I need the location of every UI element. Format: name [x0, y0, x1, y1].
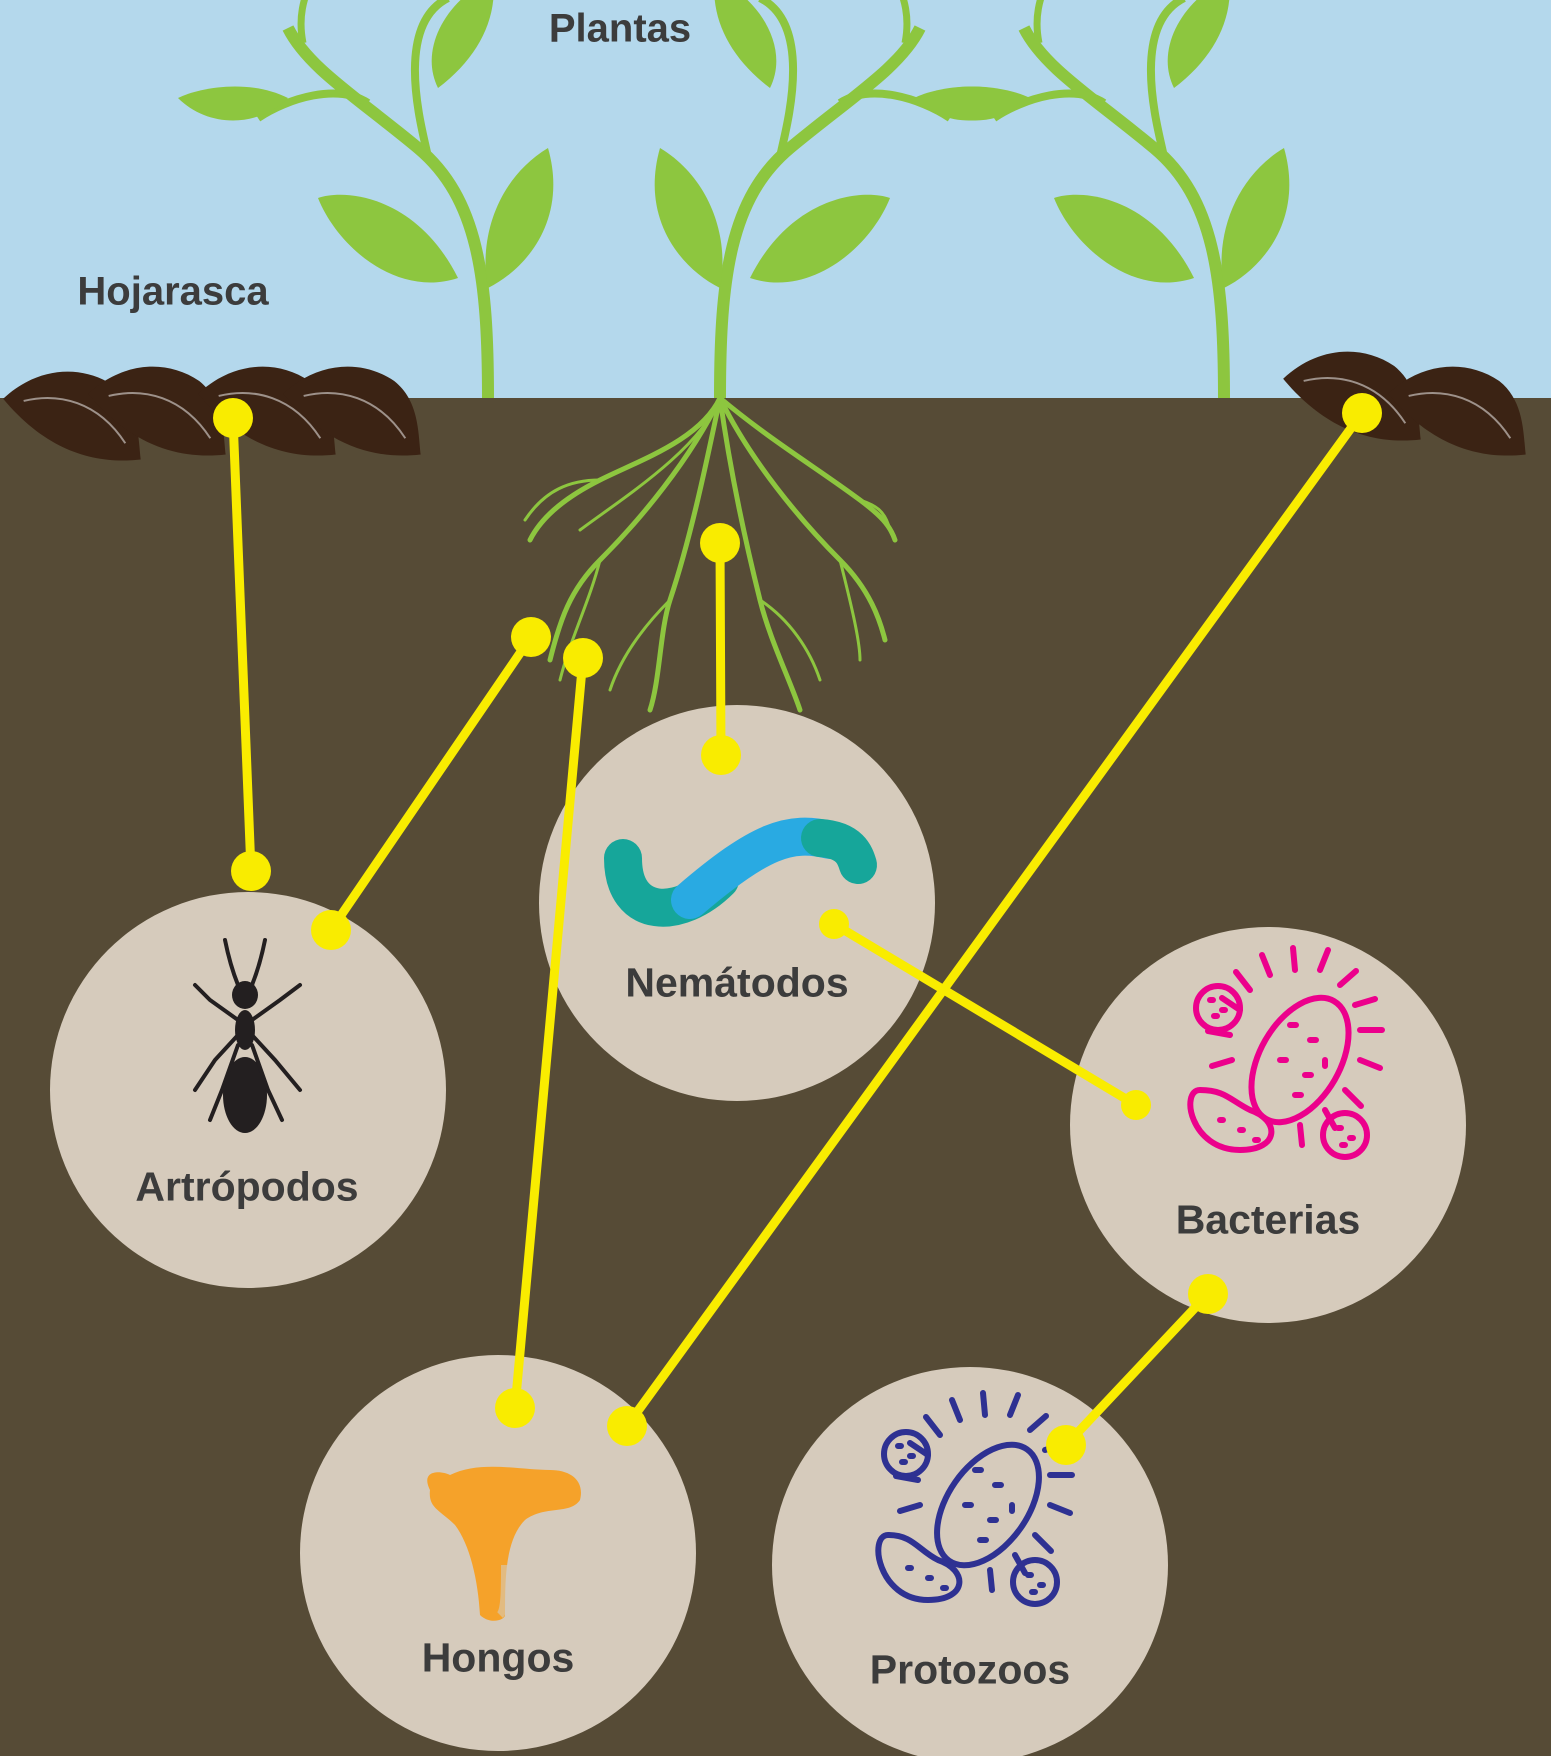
connector-dot — [311, 910, 351, 950]
connector-dot — [1046, 1425, 1086, 1465]
plants-label: Plantas — [549, 7, 691, 52]
connector-roots-nematodes — [720, 543, 721, 755]
bacteria-label: Bacterias — [1176, 1197, 1361, 1244]
nematodes-label: Nemátodos — [625, 960, 848, 1007]
connector-dot — [213, 398, 253, 438]
protozoa-circle — [772, 1367, 1168, 1756]
connector-dot — [1188, 1274, 1228, 1314]
connector-dot — [607, 1406, 647, 1446]
connector-dot — [511, 617, 551, 657]
protozoa-label: Protozoos — [870, 1647, 1070, 1694]
arthropods-label: Artrópodos — [135, 1164, 358, 1211]
connector-dot — [1342, 393, 1382, 433]
connector-dot — [701, 735, 741, 775]
litter-label: Hojarasca — [77, 270, 268, 315]
connector-dot — [1121, 1090, 1151, 1120]
fungi-label: Hongos — [422, 1635, 575, 1682]
connector-dot — [563, 638, 603, 678]
connector-dot — [700, 523, 740, 563]
connector-dot — [231, 851, 271, 891]
connector-dot — [495, 1388, 535, 1428]
connector-dot — [819, 909, 849, 939]
